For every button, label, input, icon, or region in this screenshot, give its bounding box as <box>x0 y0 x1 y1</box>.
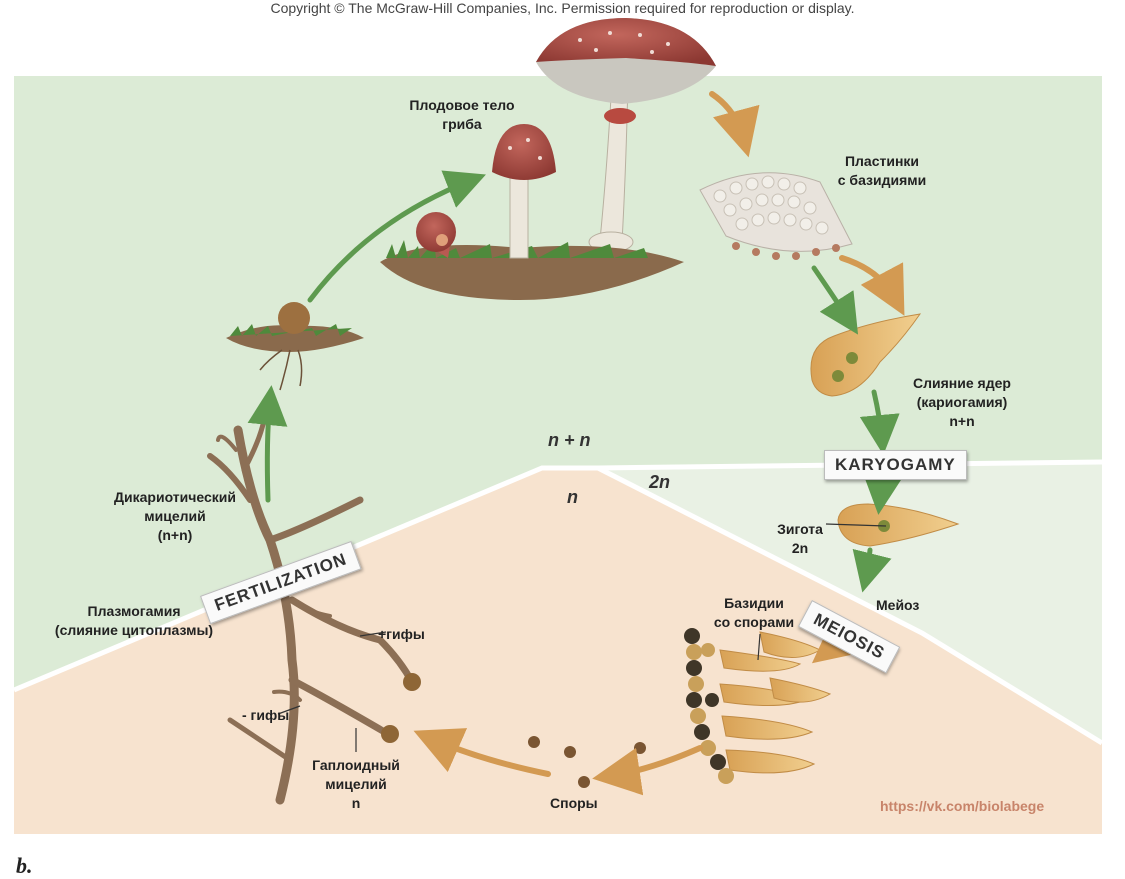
diploid-zone <box>598 462 1102 743</box>
minus-hypha-tip <box>381 725 399 743</box>
arrow-mycelium-to-sprout <box>247 385 288 503</box>
label-spores: Споры <box>550 795 598 811</box>
arrow-karyogamy-to-zygote <box>862 472 903 515</box>
young-button-sprout <box>226 302 364 391</box>
plus-hypha-tip <box>403 673 421 691</box>
arrow-basidia-to-spores <box>592 745 703 796</box>
label-minus-hyphae: - гифы <box>242 707 290 723</box>
figure-letter: b. <box>16 853 33 878</box>
fruiting-bodies-ground <box>380 124 684 300</box>
arrow-sprout-to-mushroom <box>307 170 486 303</box>
large-mushroom <box>536 18 716 253</box>
label-plus-hyphae: +гифы <box>378 626 425 642</box>
label-meiosis-ru: Мейоз <box>876 597 920 613</box>
karyogamy-stage-label: KARYOGAMY <box>824 450 967 480</box>
zone-label-haploid: n <box>567 487 578 507</box>
leader-lines <box>277 523 887 752</box>
green-arrows <box>247 170 903 593</box>
zone-label-diploid: 2n <box>649 472 671 492</box>
arrow-gill-to-basidium-orange <box>839 255 905 316</box>
zone-label-dikaryon: n + n <box>548 430 591 450</box>
label-nuclear-fusion: Слияние ядер(кариогамия)n+n <box>913 375 1011 429</box>
arrow-basidium-to-karyogamy <box>859 389 900 455</box>
source-watermark: https://vk.com/biolabege <box>880 798 1045 814</box>
basidia-with-spores <box>684 628 832 784</box>
arrow-spores-to-mycelium <box>413 728 551 777</box>
arrow-gill-to-basidium <box>811 265 859 335</box>
gill-plate <box>699 172 853 260</box>
arrow-zygote-to-meiosis <box>852 547 892 593</box>
arrow-mushroom-to-gill <box>709 91 760 158</box>
label-plasmogamy: Плазмогамия(слияние цитоплазмы) <box>54 603 214 638</box>
haploid-zone <box>14 468 1102 834</box>
mycelium-hyphae <box>207 417 416 805</box>
copyright-line: Copyright © The McGraw-Hill Companies, I… <box>270 0 855 16</box>
